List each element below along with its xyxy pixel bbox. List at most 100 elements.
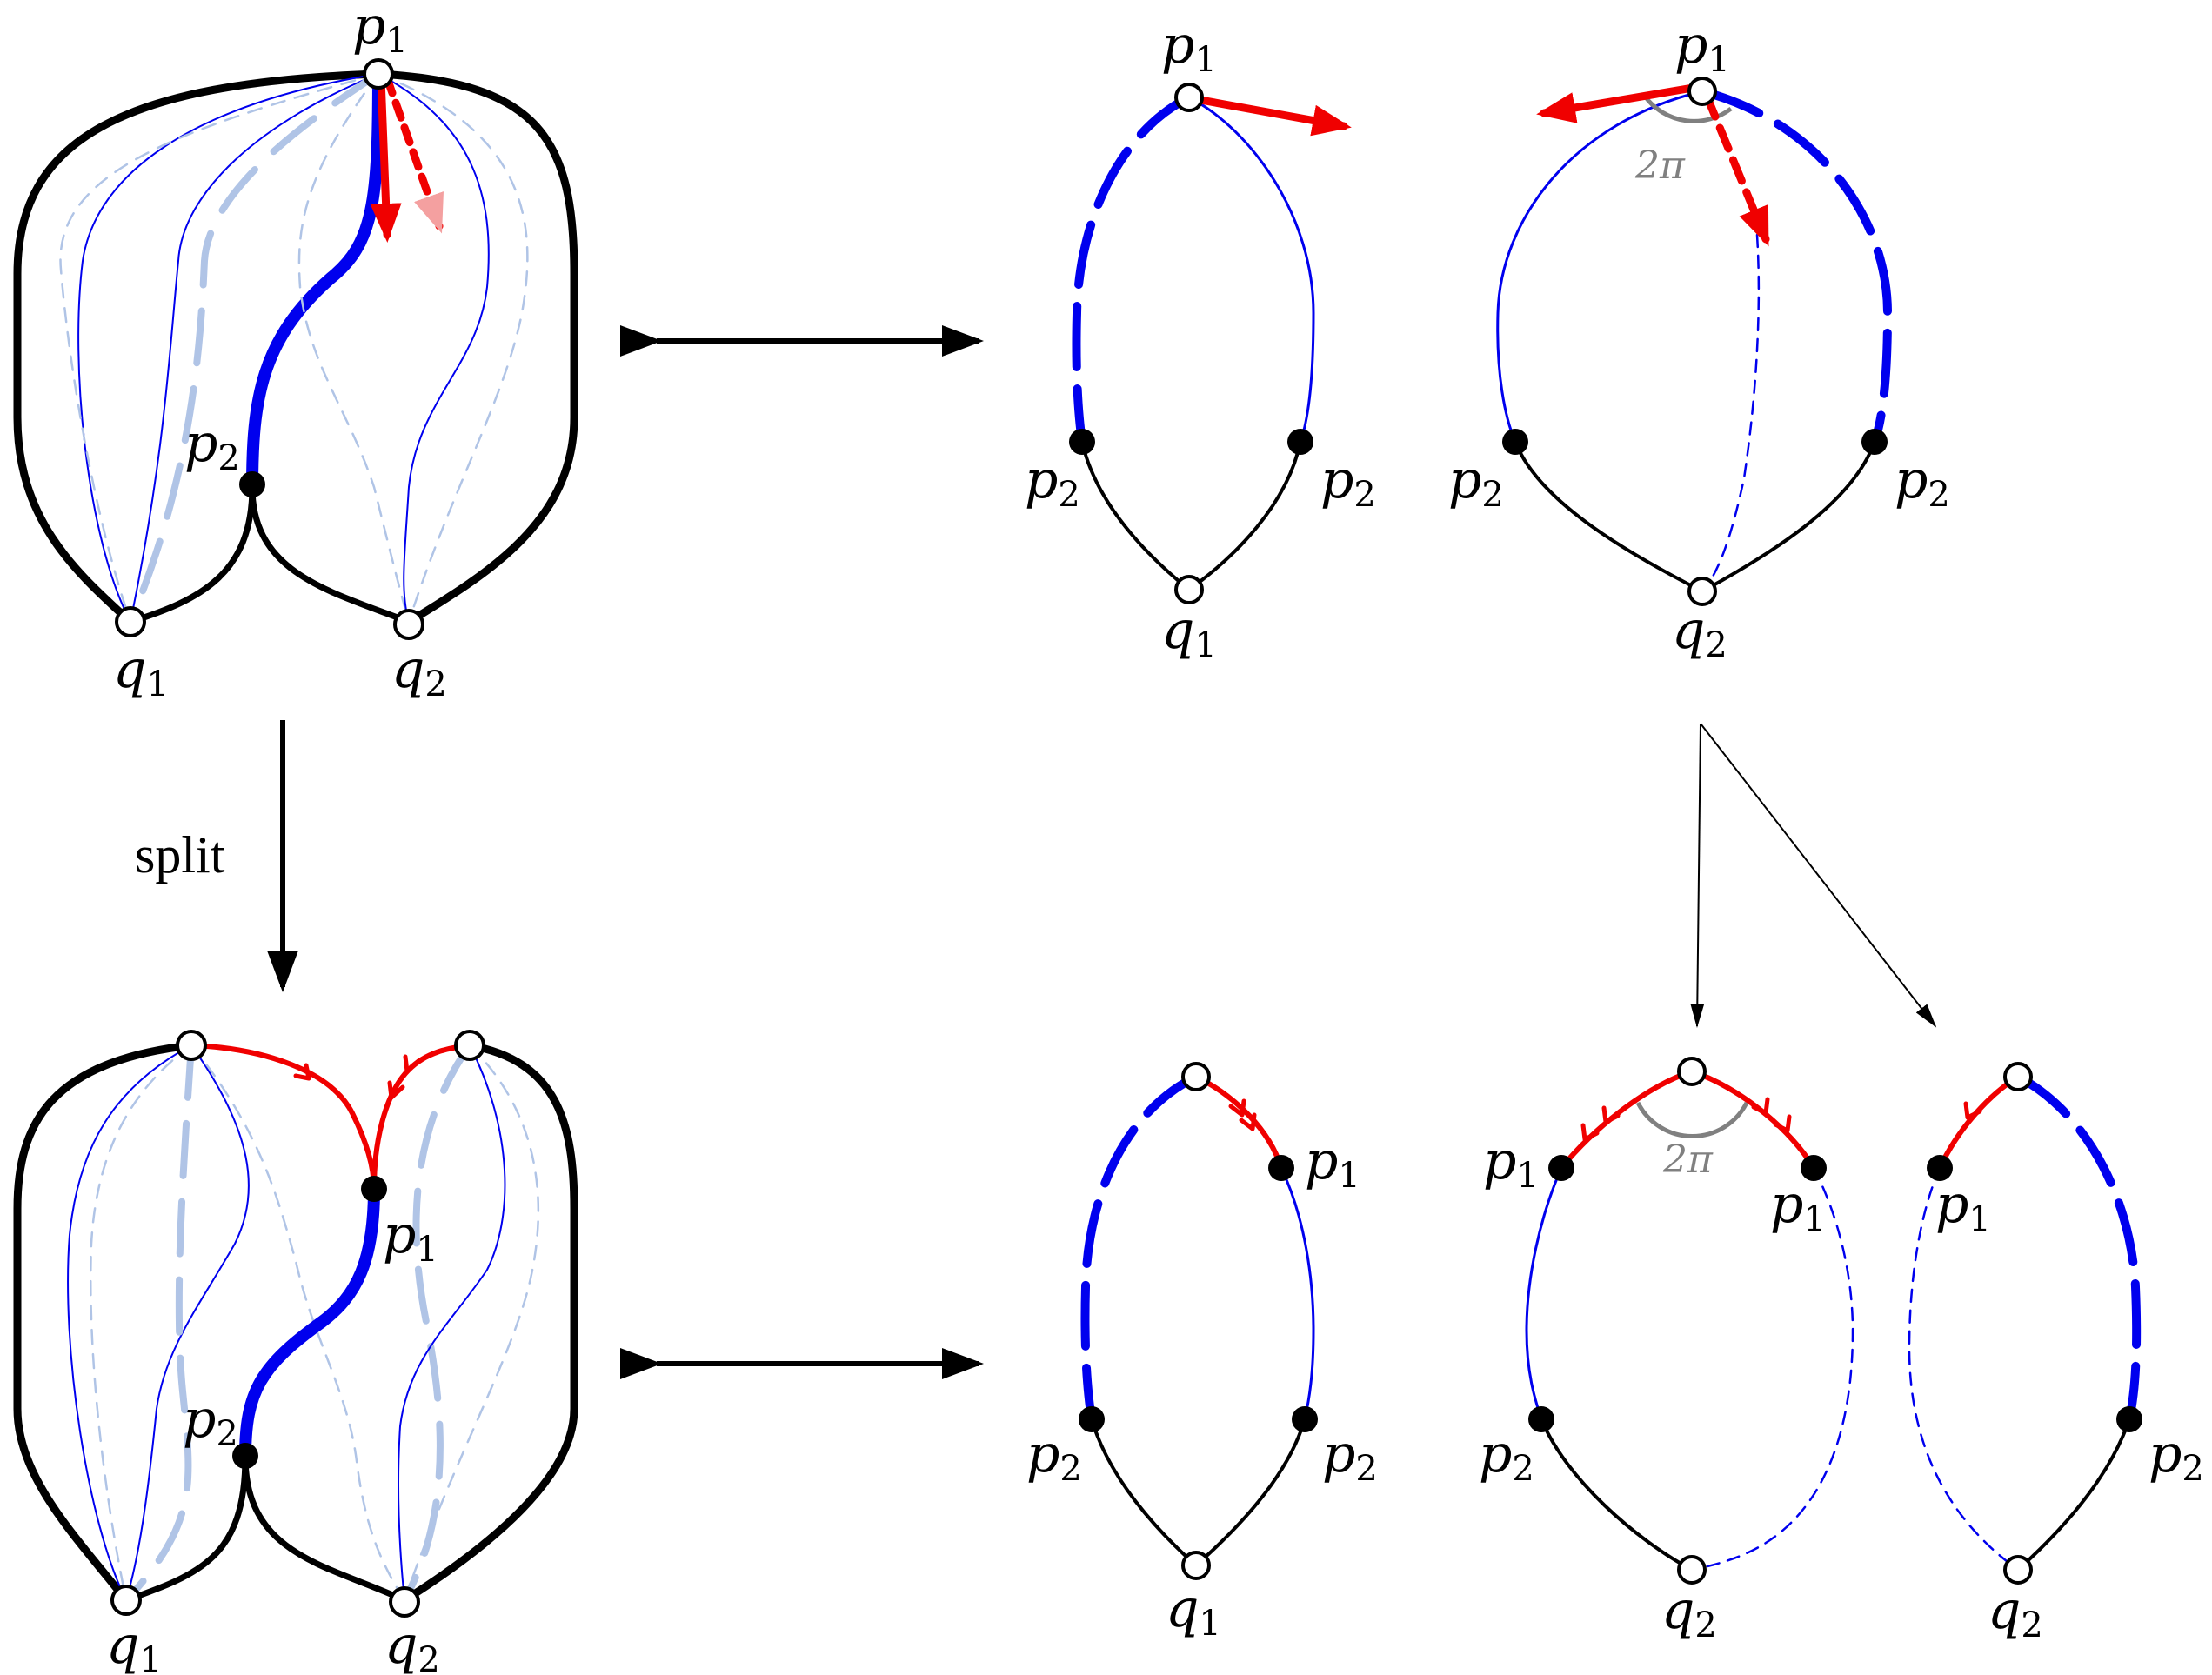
- svg-text:p2: p2: [184, 413, 240, 478]
- vertex-q2: [2003, 1555, 2033, 1585]
- label-p2-text: p: [183, 1389, 216, 1450]
- vertex-p2: [1528, 1406, 1554, 1432]
- vertex-p1: [361, 1176, 387, 1202]
- label-q1-sub: 1: [139, 1640, 161, 1675]
- label-q2-text: q: [384, 1615, 418, 1675]
- label-p1-sub: 1: [1194, 40, 1216, 80]
- vertex-q1: [110, 1585, 142, 1616]
- label-q2-sub: 2: [2021, 1605, 2042, 1645]
- label-p1-sub: 1: [385, 21, 407, 61]
- svg-text:p2: p2: [2149, 1424, 2204, 1489]
- label-p2-left-text: p: [1026, 1424, 1059, 1485]
- label-p2-right-text: p: [1895, 450, 1928, 511]
- vertex-p1-left: [1548, 1155, 1574, 1181]
- vertex-top-a: [176, 1030, 207, 1061]
- panel-top-left-surface: p1 p2 q1 q2: [13, 0, 578, 704]
- label-q2-text: q: [391, 639, 424, 700]
- svg-text:q1: q1: [106, 1615, 162, 1675]
- label-p2-left-sub: 2: [1481, 475, 1503, 515]
- vertex-q1: [115, 606, 146, 637]
- label-p2-sub: 2: [1512, 1449, 1534, 1489]
- label-q2-sub: 2: [1705, 625, 1727, 665]
- label-q2-text: q: [1661, 1580, 1694, 1641]
- svg-text:p2: p2: [1322, 1424, 1378, 1489]
- svg-text:p1: p1: [1483, 1131, 1539, 1196]
- svg-text:p2: p2: [183, 1389, 238, 1454]
- vertex-p2-right: [1292, 1406, 1318, 1432]
- label-p1-sub: 1: [1968, 1199, 1990, 1239]
- label-p2-text: p: [184, 413, 217, 474]
- vertex-q1: [1181, 1551, 1211, 1580]
- vertex-q2: [389, 1586, 420, 1618]
- split-label: split: [135, 826, 225, 884]
- svg-text:q2: q2: [1672, 600, 1727, 665]
- lens-bottom-q2: p1 p2 q2: [1908, 1062, 2204, 1645]
- vertex-top: [1677, 1057, 1707, 1086]
- label-p1-left-text: p: [1483, 1131, 1516, 1191]
- label-p1-right-sub: 1: [1803, 1199, 1825, 1239]
- svg-text:p1: p1: [1161, 15, 1217, 80]
- vertex-top: [1181, 1062, 1211, 1091]
- svg-text:p1: p1: [352, 0, 408, 61]
- label-p1-text: p: [383, 1205, 416, 1265]
- svg-text:q1: q1: [113, 639, 169, 704]
- vertex-p1-right: [1801, 1155, 1827, 1181]
- label-p2-left-sub: 2: [1059, 1449, 1081, 1489]
- label-p2-left-sub: 2: [1058, 475, 1079, 515]
- svg-text:p2: p2: [1026, 1424, 1082, 1489]
- svg-text:p2: p2: [1895, 450, 1950, 515]
- svg-text:p1: p1: [1305, 1131, 1360, 1196]
- label-p1-right-text: p: [1770, 1174, 1803, 1235]
- label-p2-text: p: [2149, 1424, 2182, 1485]
- panel-bottom-left-surface: p1 p2 q1 q2: [13, 1030, 578, 1675]
- label-p2-left-text: p: [1448, 450, 1481, 511]
- vertex-p2-left: [1069, 429, 1095, 455]
- label-p2-sub: 2: [2182, 1449, 2203, 1489]
- label-p2-right-sub: 2: [1353, 475, 1375, 515]
- thin-arrow-down: [1690, 723, 1705, 1028]
- svg-text:q2: q2: [1661, 1580, 1717, 1645]
- vertex-q1: [1174, 575, 1204, 604]
- label-p2-right-sub: 2: [1928, 475, 1949, 515]
- label-q1-sub: 1: [1199, 1604, 1220, 1644]
- svg-text:q2: q2: [384, 1615, 440, 1675]
- svg-text:p2: p2: [1025, 450, 1080, 515]
- label-p1-text: p: [1305, 1131, 1338, 1191]
- angle-label: 2π: [1662, 1138, 1714, 1182]
- vertex-p1: [1687, 77, 1717, 106]
- label-q2-sub: 2: [1694, 1605, 1716, 1645]
- vertex-p1: [1268, 1155, 1294, 1181]
- label-p2-right-sub: 2: [1355, 1449, 1377, 1489]
- label-p1-sub: 1: [416, 1230, 438, 1270]
- vertex-p1: [363, 58, 394, 90]
- vertex-p2: [239, 471, 265, 497]
- label-p1-text: p: [1161, 15, 1194, 76]
- label-p1-text: p: [1674, 15, 1707, 76]
- label-q1-text: q: [1166, 1578, 1199, 1639]
- vertex-p2-left: [1502, 429, 1528, 455]
- svg-text:p1: p1: [383, 1205, 438, 1270]
- vertex-p2-right: [1287, 429, 1313, 455]
- vertex-q2: [1677, 1555, 1707, 1585]
- thin-arrow-diagonal: [1700, 723, 1937, 1028]
- label-q2-sub: 2: [424, 664, 446, 704]
- lens-top-q2-angle: 2π p1 p2 p2 q2: [1448, 15, 1950, 665]
- vertex-q2: [1687, 577, 1717, 606]
- label-q1-text: q: [113, 639, 146, 700]
- label-p1-text: p: [1935, 1174, 1968, 1235]
- lens-bottom-q2-angle: 2π p1 p1 p2 q2: [1479, 1057, 1854, 1645]
- svg-text:p1: p1: [1935, 1174, 1991, 1239]
- label-q1-sub: 1: [1194, 625, 1216, 665]
- connector-arrows: split: [135, 325, 1937, 1379]
- label-q2-text: q: [1672, 600, 1705, 661]
- svg-text:q2: q2: [391, 639, 447, 704]
- vertex-p1: [1927, 1155, 1953, 1181]
- svg-text:p2: p2: [1479, 1424, 1534, 1489]
- vertex-p1: [1174, 83, 1204, 112]
- angle-label: 2π: [1634, 143, 1686, 188]
- lens-top-q1: p1 p2 p2 q1: [1025, 15, 1376, 665]
- vertex-p2-left: [1079, 1406, 1105, 1432]
- label-p1-sub: 1: [1707, 40, 1729, 80]
- vertex-p2: [2116, 1406, 2142, 1432]
